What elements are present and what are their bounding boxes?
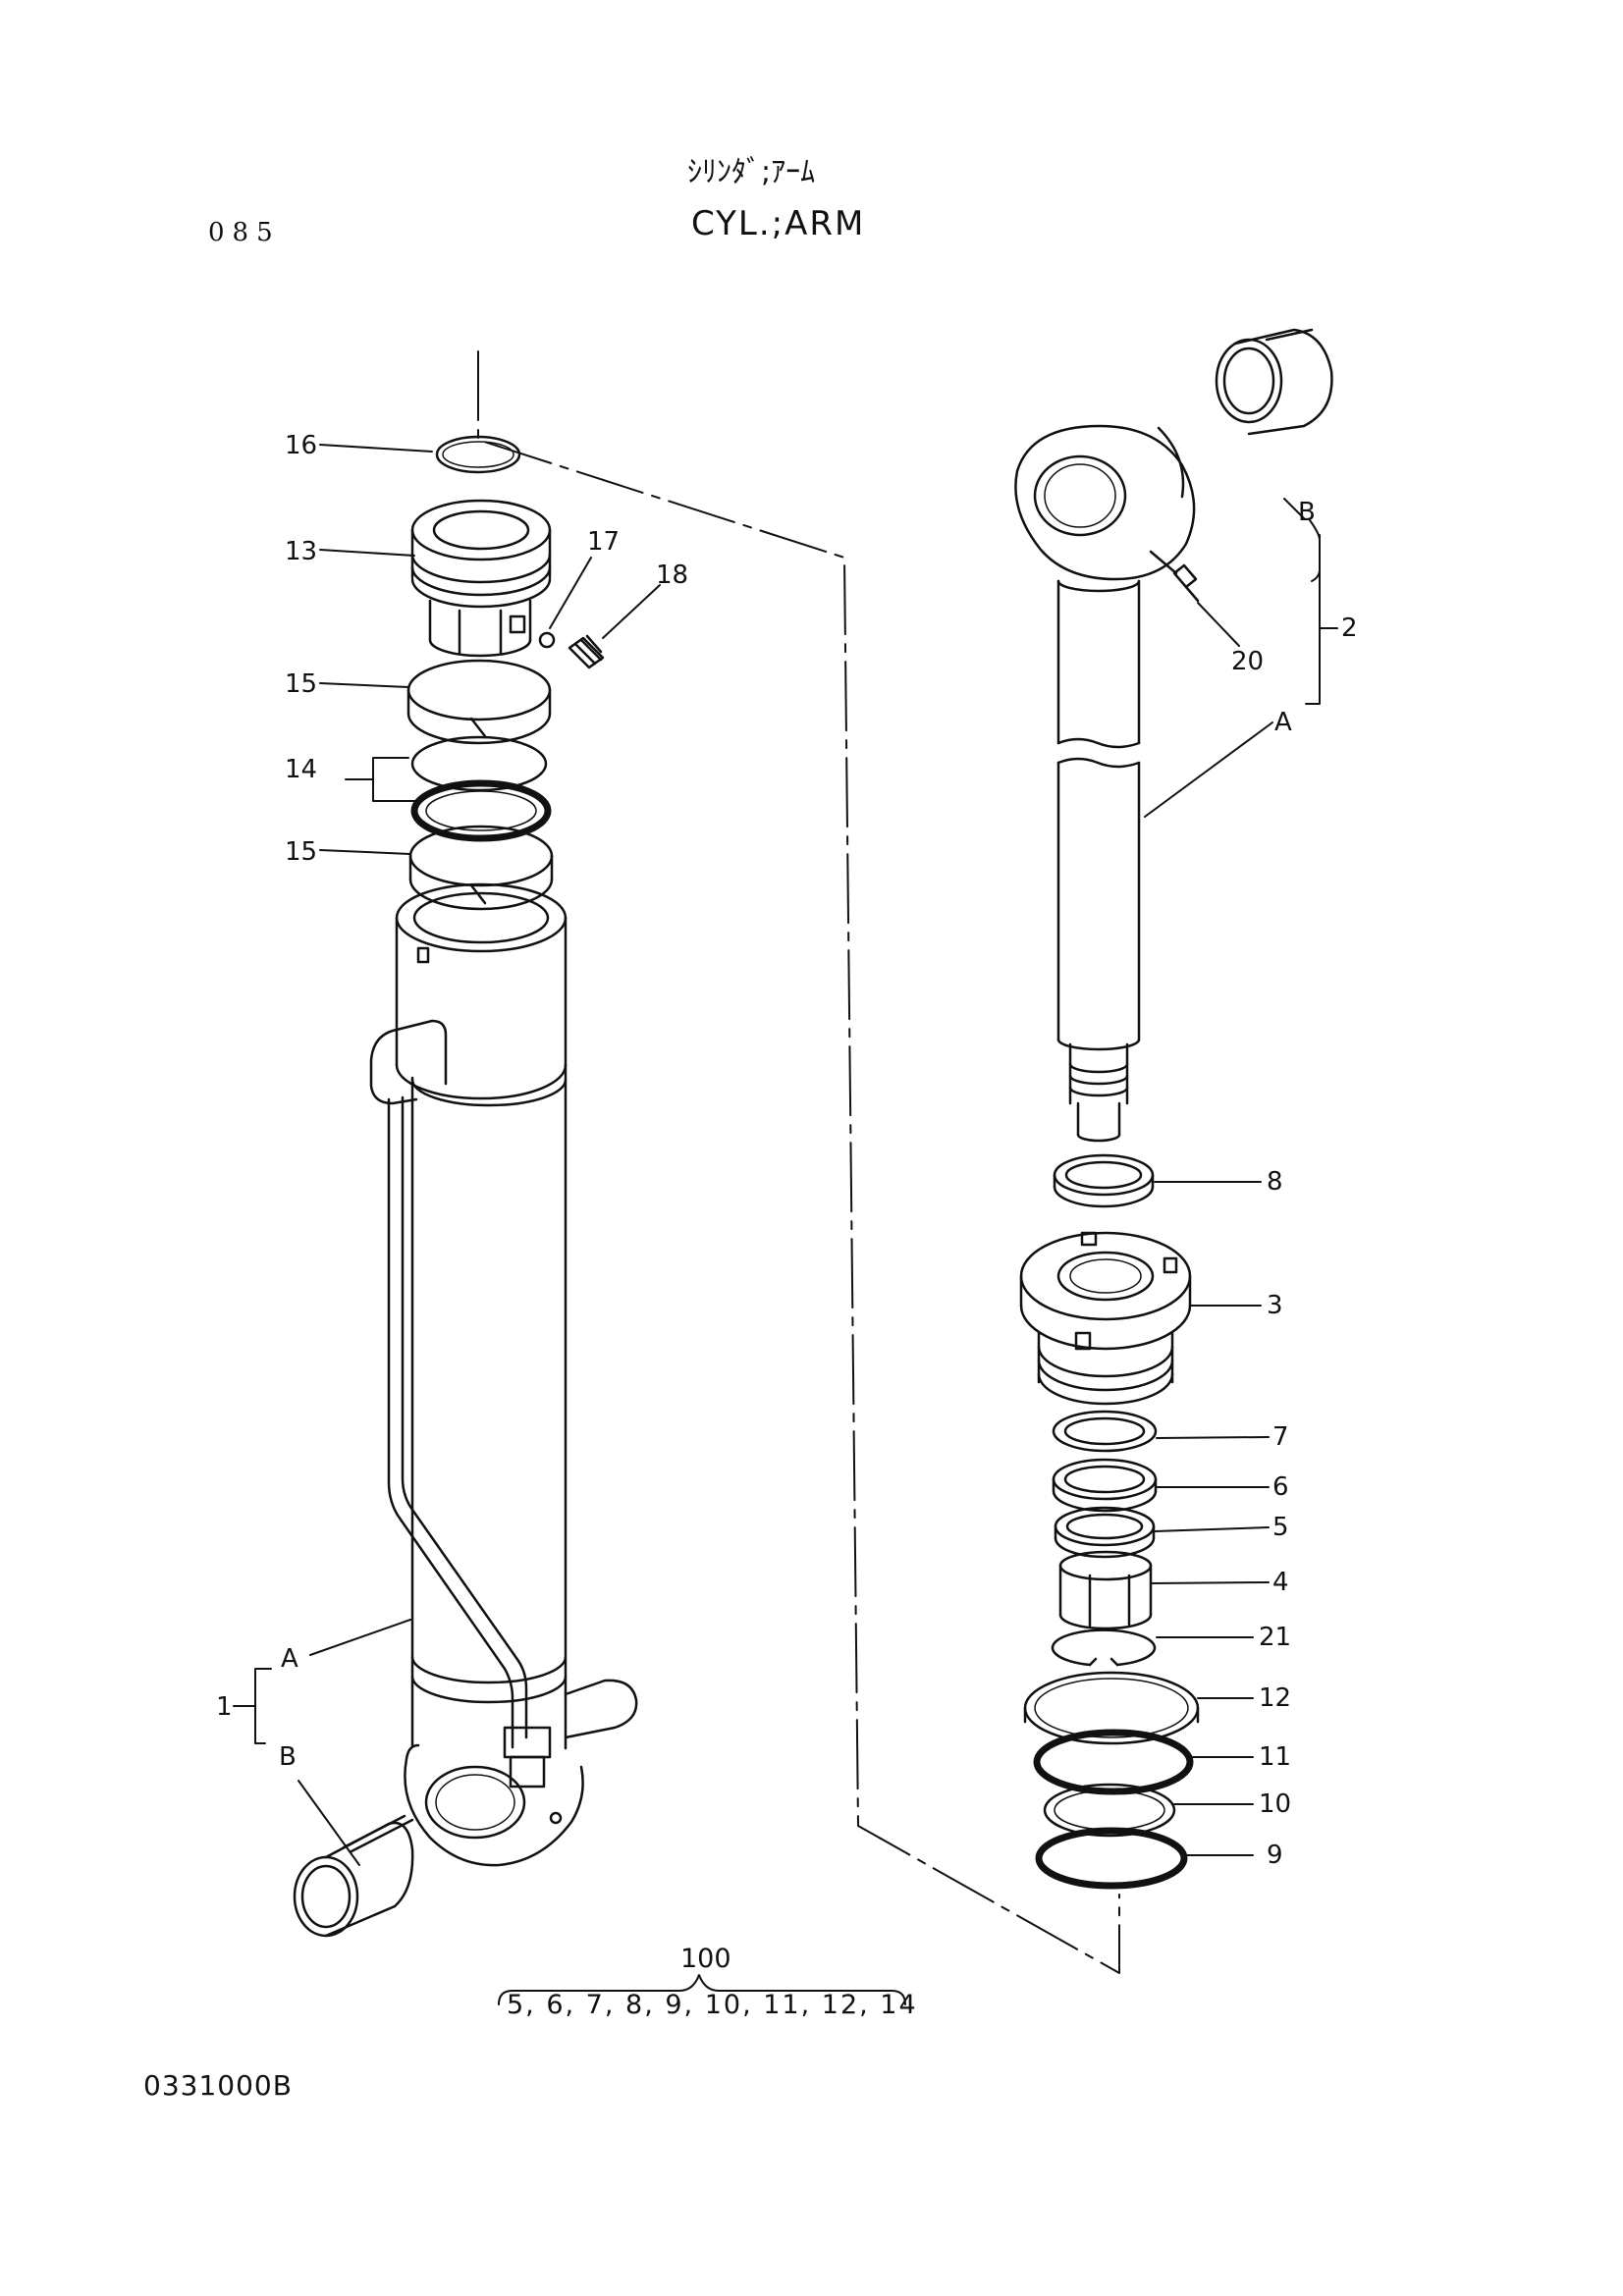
callout-4: 4	[1272, 1568, 1289, 1597]
callout-b-left: B	[279, 1742, 297, 1772]
ring-8	[1053, 1153, 1155, 1208]
callout-11: 11	[1259, 1742, 1291, 1772]
callout-18: 18	[656, 561, 688, 590]
ball-17	[538, 631, 556, 649]
callout-b-right: B	[1298, 498, 1316, 527]
snap-ring-21	[1051, 1629, 1157, 1667]
bushing-left	[293, 1814, 414, 1938]
rod-eye-head	[1014, 424, 1196, 581]
seal-9	[1035, 1827, 1188, 1890]
callout-10: 10	[1259, 1789, 1291, 1819]
page-number: 085	[208, 218, 281, 247]
kit-items: 5, 6, 7, 8, 9, 10, 11, 12, 14	[507, 1990, 918, 2020]
grease-nipple-20	[1149, 550, 1200, 603]
callout-7: 7	[1272, 1422, 1289, 1452]
head-13	[410, 499, 552, 658]
seal-14	[410, 779, 552, 842]
callout-13: 13	[285, 537, 317, 566]
ring-7	[1052, 1410, 1158, 1453]
callout-9: 9	[1267, 1841, 1283, 1870]
bushing-right	[1215, 328, 1333, 436]
title-english: CYL.;ARM	[691, 204, 866, 243]
callout-16: 16	[285, 431, 317, 460]
assembly-line	[477, 350, 1120, 1974]
ring-14-backup	[410, 735, 548, 792]
kit-brace	[498, 1974, 906, 2005]
callout-12: 12	[1259, 1683, 1291, 1713]
callout-15-lower: 15	[285, 837, 317, 867]
callout-8: 8	[1267, 1167, 1283, 1197]
callout-14: 14	[285, 755, 317, 784]
piston-rod-2	[1056, 579, 1141, 1143]
callout-2: 2	[1341, 614, 1358, 643]
leader-lines	[233, 444, 1338, 1866]
ring-6	[1052, 1458, 1158, 1513]
callout-15-upper: 15	[285, 669, 317, 699]
wear-ring-12	[1023, 1671, 1200, 1745]
callout-a-left: A	[281, 1644, 298, 1674]
ring-16	[435, 435, 521, 474]
callout-6: 6	[1272, 1472, 1289, 1502]
document-code: 0331000B	[143, 2069, 293, 2102]
ring-15-upper	[406, 659, 552, 745]
callout-17: 17	[587, 527, 620, 557]
callout-1: 1	[216, 1692, 233, 1722]
seal-11	[1033, 1729, 1194, 1795]
nut-4	[1058, 1550, 1153, 1630]
piston-3	[1019, 1231, 1192, 1406]
title-japanese: ｼﾘﾝﾀﾞ;ｱｰﾑ	[687, 155, 816, 189]
callout-21: 21	[1259, 1623, 1291, 1652]
screw-18	[568, 634, 605, 669]
kit-number: 100	[680, 1944, 731, 1974]
cylinder-tube-1	[369, 882, 638, 1867]
ring-5	[1054, 1506, 1156, 1559]
callout-3: 3	[1267, 1291, 1283, 1320]
callout-20: 20	[1231, 647, 1264, 676]
callout-a-right: A	[1274, 708, 1292, 737]
callout-5: 5	[1272, 1513, 1289, 1542]
